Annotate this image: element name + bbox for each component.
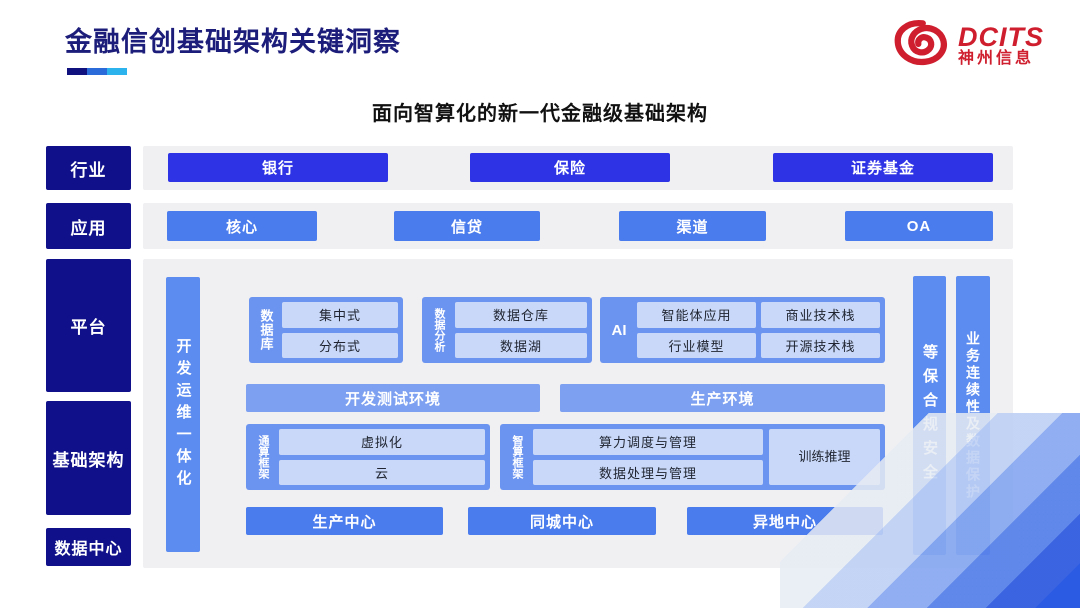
analytics-item-lake: 数据湖 [455, 332, 587, 358]
application-item-credit: 信贷 [394, 211, 540, 241]
application-item-core: 核心 [167, 211, 317, 241]
devops-bar-label: 开发运维一体化 [174, 337, 192, 492]
row-label-platform: 平台 [46, 259, 131, 392]
security-bar-continuity-label: 业务连续性及数据保护 [965, 330, 981, 501]
center-same-city: 同城中心 [468, 507, 656, 535]
ai-item-agent-app: 智能体应用 [637, 302, 756, 328]
industry-item-insurance: 保险 [470, 153, 670, 182]
general-compute-label: 通算框架 [257, 435, 269, 479]
logo-company-text: 神州信息 [958, 50, 1035, 68]
logo-brand-text: DCITS [958, 21, 1044, 52]
ai-compute-item-data-mgmt: 数据处理与管理 [533, 459, 763, 485]
ai-compute-group: 智算框架 算力调度与管理 数据处理与管理 训练推理 [500, 424, 885, 490]
company-logo: DCITS 神州信息 [892, 18, 1044, 73]
database-item-distributed: 分布式 [282, 332, 398, 358]
ai-compute-item-training-inference: 训练推理 [769, 429, 880, 485]
general-compute-item-cloud: 云 [279, 459, 485, 485]
analytics-item-warehouse: 数据仓库 [455, 302, 587, 328]
general-compute-group: 通算框架 虚拟化 云 [246, 424, 490, 490]
analytics-group: 数据分析 数据仓库 数据湖 [422, 297, 592, 363]
row-label-industry: 行业 [46, 146, 131, 190]
security-bar-continuity: 业务连续性及数据保护 [956, 276, 990, 555]
devops-vertical-bar: 开发运维一体化 [166, 277, 200, 552]
application-item-channel: 渠道 [619, 211, 766, 241]
dcits-swirl-icon [892, 18, 950, 73]
analytics-group-label: 数据分析 [433, 308, 445, 352]
env-bar-production: 生产环境 [560, 384, 885, 412]
diagram-subtitle: 面向智算化的新一代金融级基础架构 [372, 103, 708, 125]
row-label-application: 应用 [46, 203, 131, 249]
underline-segment-light [107, 68, 127, 75]
ai-group: AI 智能体应用 商业技术栈 行业模型 开源技术栈 [600, 297, 885, 363]
center-remote: 异地中心 [687, 507, 883, 535]
application-item-oa: OA [845, 211, 993, 241]
general-compute-item-virtualization: 虚拟化 [279, 429, 485, 455]
title-underline [67, 68, 127, 75]
ai-group-label: AI [611, 321, 627, 339]
ai-compute-label: 智算框架 [511, 435, 523, 479]
page-title: 金融信创基础架构关键洞察 [65, 27, 401, 57]
ai-item-opensource-stack: 开源技术栈 [761, 332, 880, 358]
env-bar-devtest: 开发测试环境 [246, 384, 540, 412]
ai-compute-item-scheduling: 算力调度与管理 [533, 429, 763, 455]
underline-segment-dark [67, 68, 87, 75]
ai-item-industry-model: 行业模型 [637, 332, 756, 358]
database-group: 数据库 集中式 分布式 [249, 297, 403, 363]
row-label-datacenter: 数据中心 [46, 528, 131, 566]
underline-segment-mid [87, 68, 107, 75]
security-bar-compliance-label: 等保合规安全 [921, 343, 938, 488]
row-label-infrastructure: 基础架构 [46, 401, 131, 515]
center-production: 生产中心 [246, 507, 443, 535]
industry-item-securities: 证券基金 [773, 153, 993, 182]
industry-item-bank: 银行 [168, 153, 388, 182]
database-item-centralized: 集中式 [282, 302, 398, 328]
ai-item-commercial-stack: 商业技术栈 [761, 302, 880, 328]
database-group-label: 数据库 [258, 309, 274, 351]
security-bar-compliance: 等保合规安全 [913, 276, 946, 555]
